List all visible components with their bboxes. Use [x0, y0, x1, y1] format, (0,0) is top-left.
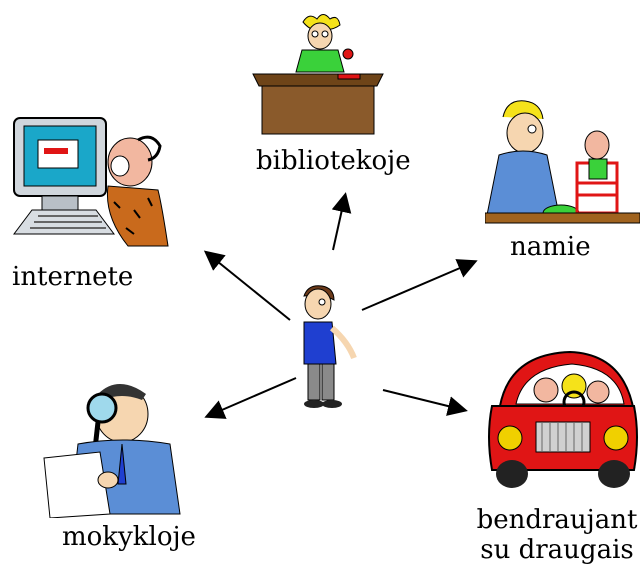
label-internet: internete: [12, 262, 134, 292]
arrow-to-friends: [382, 389, 468, 416]
home-clipart: [485, 100, 640, 224]
label-home: namie: [510, 232, 591, 262]
label-friends: bendraujant su draugais: [474, 505, 640, 565]
arrow-to-school: [204, 377, 297, 419]
label-friends-line1: bendraujant: [476, 505, 638, 535]
person-clipart: [303, 285, 357, 408]
library-clipart: [252, 14, 384, 135]
arrow-to-internet: [203, 250, 291, 321]
label-friends-line2: su draugais: [480, 535, 634, 565]
label-library: bibliotekoje: [256, 146, 411, 176]
internet-clipart: [13, 117, 169, 247]
school-clipart: [43, 384, 181, 518]
arrow-to-home: [361, 259, 478, 311]
label-school: mokykloje: [62, 522, 196, 552]
arrow-to-library: [331, 192, 352, 251]
friends-car-clipart: [488, 350, 638, 488]
